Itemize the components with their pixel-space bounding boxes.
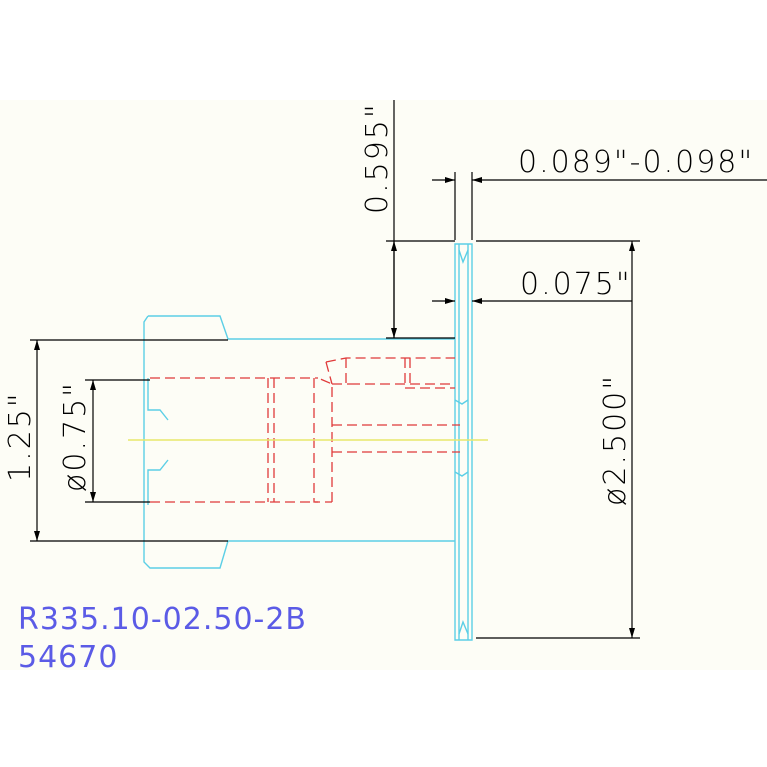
- drawing-area-background: [0, 100, 767, 670]
- dimension-lines: [30, 100, 767, 639]
- depth-label: 0.595": [360, 102, 395, 214]
- blade-outline: [454, 243, 473, 641]
- shank-diameter-label: ø0.75": [58, 381, 93, 492]
- overall-length-label: 1.25": [3, 391, 38, 482]
- kerf-label: 0.075": [520, 267, 632, 302]
- item-number: 54670: [18, 640, 118, 675]
- outer-diameter-label: ø2.500": [598, 374, 633, 506]
- part-number: R335.10-02.50-2B: [18, 602, 307, 637]
- blade-width-label: 0.089"-0.098": [518, 145, 754, 180]
